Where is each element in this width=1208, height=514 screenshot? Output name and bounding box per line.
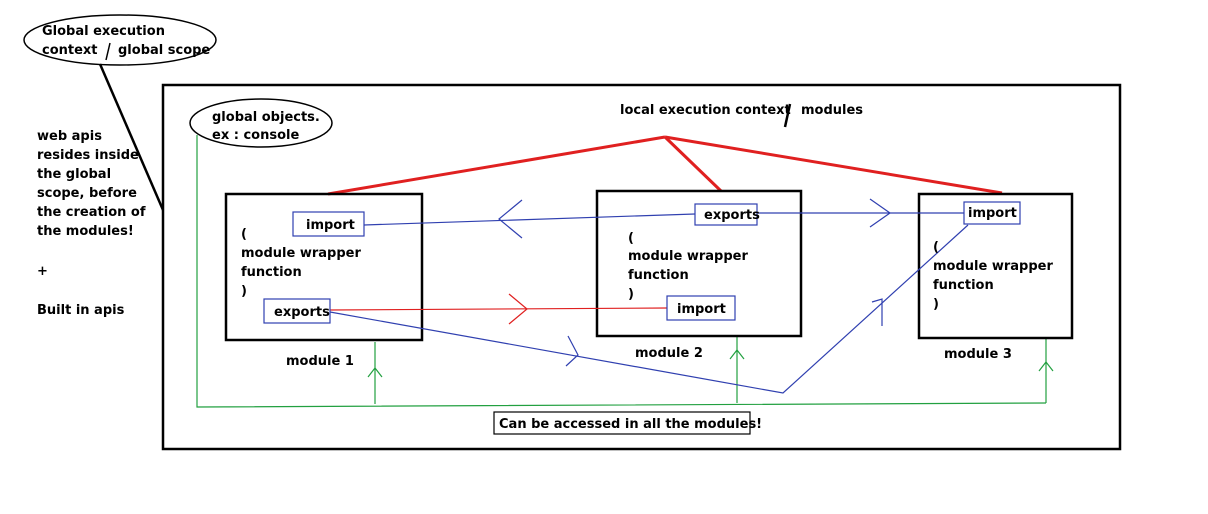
up-arrowhead-module-2 xyxy=(729,349,745,360)
module-3-wrapper-line2: function xyxy=(933,278,994,293)
global-context-ellipse xyxy=(23,14,217,66)
local-context-slash xyxy=(783,103,792,128)
side-note-line: scope, before xyxy=(37,186,137,201)
module-2-name: module 2 xyxy=(635,346,703,361)
side-note-line: web apis xyxy=(37,129,102,144)
module-1-import-box[interactable] xyxy=(292,211,365,237)
module-3-wrapper-line1: module wrapper xyxy=(933,259,1053,274)
red-right-arrowhead xyxy=(508,293,528,325)
module-2-import-box[interactable] xyxy=(666,295,736,321)
side-note-line: the modules! xyxy=(37,224,134,239)
global-objects-bubble: global objects. ex : console xyxy=(189,98,333,148)
module-3-paren-close: ) xyxy=(933,297,939,312)
module-3-name: module 3 xyxy=(944,347,1012,362)
module-2: exports ( module wrapper function ) impo… xyxy=(628,203,760,361)
module-1-exports-box[interactable] xyxy=(263,298,331,324)
tree-branch-module-3 xyxy=(664,135,1003,195)
local-context-modules: modules xyxy=(801,103,863,118)
up-right-arrowhead xyxy=(871,298,883,326)
blue-m1-to-m3-link xyxy=(329,224,969,394)
module-2-import-label: import xyxy=(677,302,726,317)
module-1-exports-label: exports xyxy=(274,305,330,320)
module-1-import-label: import xyxy=(306,218,355,233)
down-right-arrowhead xyxy=(565,335,579,367)
side-note-line: the creation of xyxy=(37,205,146,220)
global-objects-ellipse xyxy=(189,98,333,148)
module-2-paren-open: ( xyxy=(628,231,634,246)
blue-export-links xyxy=(363,198,964,239)
module-3-import-label: import xyxy=(968,206,1017,221)
module-2-wrapper-line2: function xyxy=(628,268,689,283)
main-scope-box xyxy=(161,83,1122,451)
global-access-line xyxy=(196,135,1047,408)
module-1-wrapper-line1: module wrapper xyxy=(241,246,361,261)
red-m1-to-m2-link xyxy=(329,293,668,325)
module-2-exports-label: exports xyxy=(704,208,760,223)
access-note-box xyxy=(493,411,751,435)
slash-divider xyxy=(105,42,111,61)
global-objects-line2: ex : console xyxy=(212,128,299,143)
module-1-paren-close: ) xyxy=(241,284,247,299)
module-1-name: module 1 xyxy=(286,354,354,369)
global-context-line2-a: context xyxy=(42,43,98,58)
module-1-wrapper-line2: function xyxy=(241,265,302,280)
global-objects-line1: global objects. xyxy=(212,110,320,125)
side-note: web apis resides inside the global scope… xyxy=(37,129,146,318)
local-context-label: local execution context xyxy=(620,103,791,118)
module-1-paren-open: ( xyxy=(241,227,247,242)
global-context-bubble: Global execution context global scope xyxy=(23,14,217,66)
tree-branch-module-1 xyxy=(327,135,666,196)
side-note-plus: + xyxy=(37,264,48,279)
module-3-import-box[interactable] xyxy=(963,201,1021,225)
side-note-built-in: Built in apis xyxy=(37,303,125,318)
local-context-tree xyxy=(327,135,1003,196)
m1-exports-to-m3-import xyxy=(329,224,969,394)
global-context-line2-b: global scope xyxy=(118,43,210,58)
side-note-line: the global xyxy=(37,167,111,182)
global-context-connector xyxy=(98,63,165,211)
left-arrowhead xyxy=(498,199,523,239)
right-arrowhead xyxy=(869,198,892,228)
global-access-path xyxy=(196,135,1054,408)
module-2-wrapper-line1: module wrapper xyxy=(628,249,748,264)
module-1: import ( module wrapper function ) expor… xyxy=(241,211,365,369)
up-arrowhead-module-1 xyxy=(367,367,383,378)
module-3: import ( module wrapper function ) modul… xyxy=(933,201,1053,362)
module-3-paren-open: ( xyxy=(933,240,939,255)
module-1-box xyxy=(224,192,424,342)
m2-exports-to-m1-import xyxy=(363,213,696,226)
tree-branch-module-2 xyxy=(663,135,723,193)
module-2-exports-box[interactable] xyxy=(694,203,758,226)
module-2-paren-close: ) xyxy=(628,287,634,302)
up-arrowhead-module-3 xyxy=(1038,361,1054,372)
side-note-line: resides inside xyxy=(37,148,139,163)
global-context-line1: Global execution xyxy=(42,24,165,39)
m1-exports-to-m2-import xyxy=(329,307,668,311)
module-3-box xyxy=(917,192,1074,340)
access-note-label: Can be accessed in all the modules! xyxy=(499,417,762,432)
module-2-box xyxy=(595,189,803,338)
